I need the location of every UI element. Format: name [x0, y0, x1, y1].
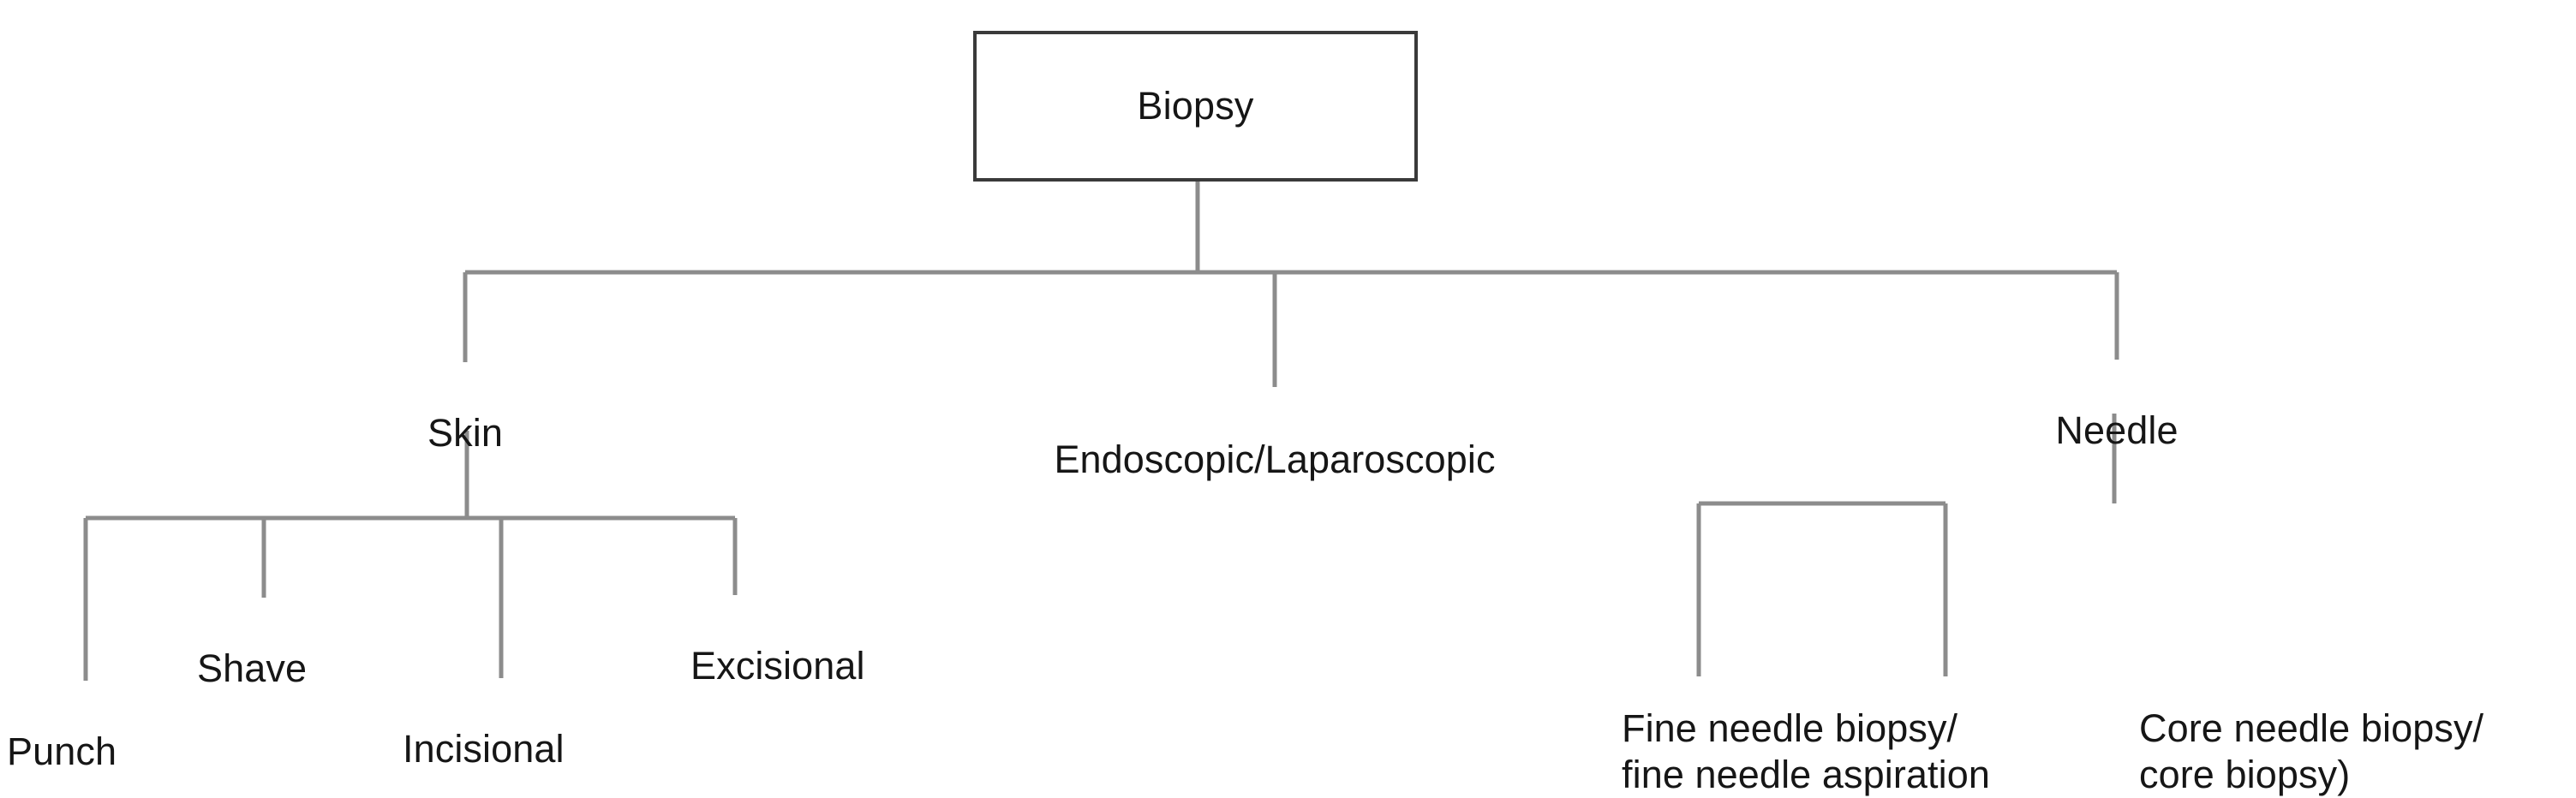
node-core-needle-biopsy-label: Core needle biopsy/ core biopsy) [2139, 706, 2484, 796]
node-incisional-label: Incisional [403, 726, 565, 771]
node-endoscopic-laparoscopic[interactable]: Endoscopic/Laparoscopic [1054, 390, 1495, 484]
node-skin-label: Skin [427, 410, 503, 455]
node-fine-needle-biopsy-label: Fine needle biopsy/ fine needle aspirati… [1622, 706, 1991, 796]
node-shave-label: Shave [197, 646, 308, 690]
node-needle-label: Needle [2055, 408, 2179, 452]
node-skin[interactable]: Skin [427, 363, 503, 457]
node-incisional[interactable]: Incisional [403, 679, 565, 773]
node-punch[interactable]: Punch [7, 682, 117, 776]
node-excisional[interactable]: Excisional [690, 596, 865, 690]
node-excisional-label: Excisional [690, 643, 865, 688]
node-fine-needle-biopsy[interactable]: Fine needle biopsy/ fine needle aspirati… [1622, 659, 1990, 798]
node-core-needle-biopsy[interactable]: Core needle biopsy/ core biopsy) [2139, 659, 2483, 798]
node-shave[interactable]: Shave [197, 598, 307, 693]
node-biopsy-root[interactable]: Biopsy [973, 31, 1418, 182]
node-endoscopic-laparoscopic-label: Endoscopic/Laparoscopic [1054, 437, 1496, 481]
node-punch-label: Punch [7, 729, 117, 773]
node-needle[interactable]: Needle [2055, 360, 2178, 455]
node-biopsy-root-label: Biopsy [1137, 84, 1254, 128]
